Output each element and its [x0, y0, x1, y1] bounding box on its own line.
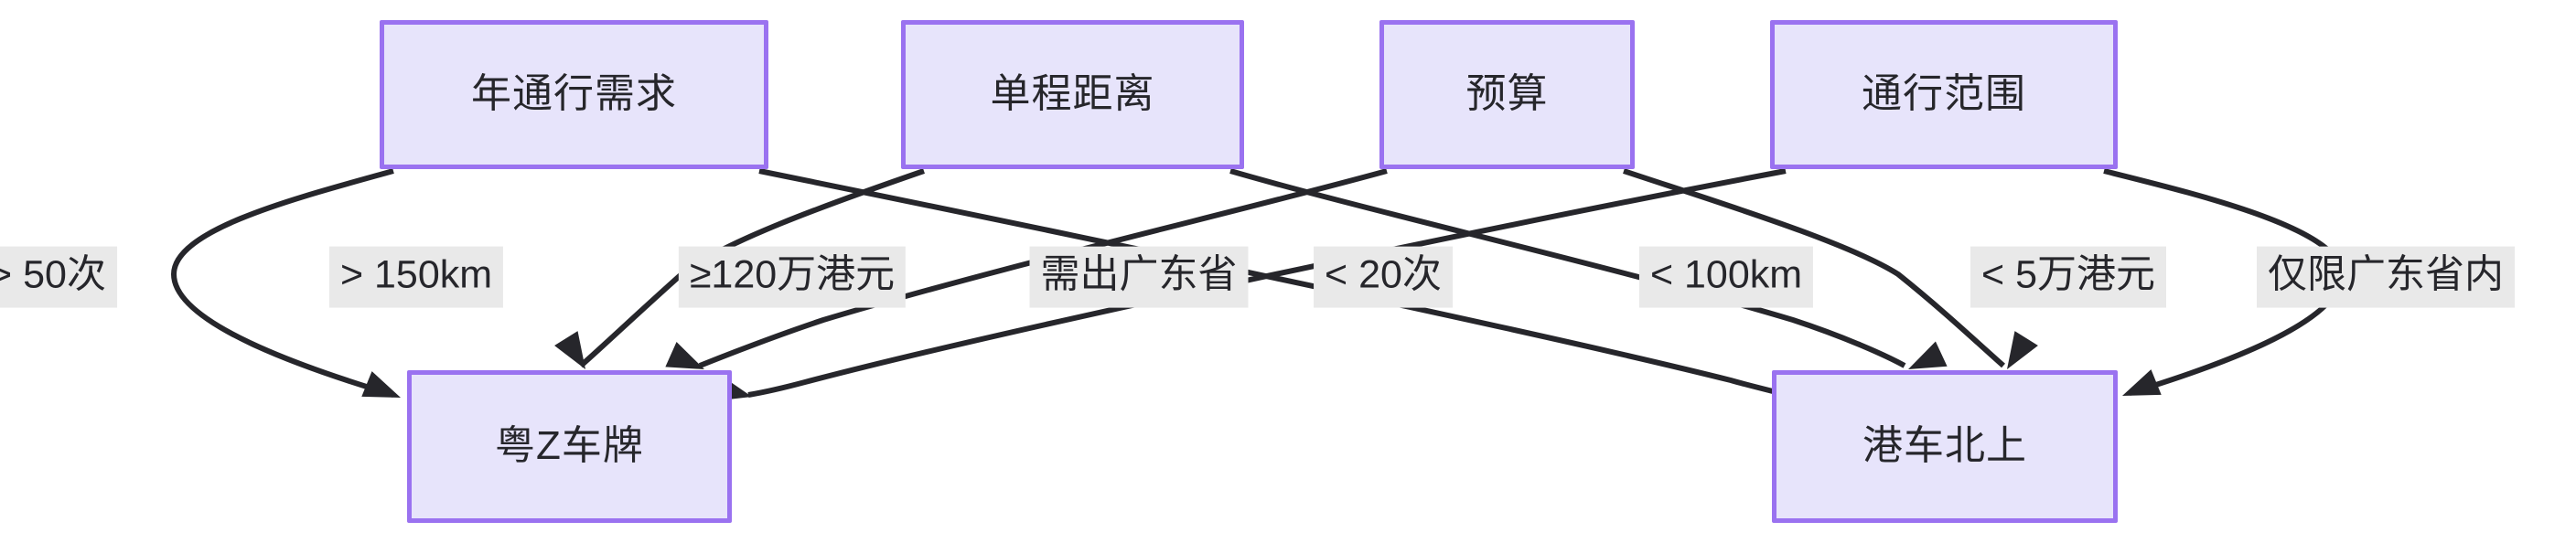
edge-label-e8: 仅限广东省内 — [2257, 246, 2515, 308]
edge-demand-to-yuez — [171, 168, 394, 398]
edge-label-e3: ≥120万港元 — [678, 246, 907, 308]
node-label: 粤Z车牌 — [495, 423, 644, 469]
node-label: 港车北上 — [1862, 423, 2027, 469]
node-label: 通行范围 — [1862, 71, 2026, 117]
edge-scope-to-yuez — [747, 168, 1787, 398]
node-label: 单程距离 — [990, 71, 1155, 117]
flowchart-node-gangche[interactable]: 港车北上 — [1772, 370, 2118, 523]
edge-label-e5: < 20次 — [1314, 246, 1453, 308]
edge-label-e4: 需出广东省 — [1029, 246, 1249, 308]
edge-label-e6: < 100km — [1638, 246, 1814, 308]
arrowhead-icon — [1908, 341, 1948, 369]
edge-demand-to-gangche — [758, 168, 1787, 398]
edge-budget-to-yuez — [698, 168, 1388, 368]
edge-label-e7: < 5万港元 — [1970, 246, 2166, 308]
flowchart-node-yuez[interactable]: 粤Z车牌 — [407, 370, 732, 523]
flowchart-node-demand[interactable]: 年通行需求 — [380, 20, 768, 169]
edge-label-e1: > 50次 — [0, 246, 117, 308]
flowchart-node-scope[interactable]: 通行范围 — [1770, 20, 2118, 169]
arrowhead-icon — [665, 342, 704, 369]
node-label: 年通行需求 — [471, 71, 677, 117]
edge-label-e2: > 150km — [328, 246, 504, 308]
arrowhead-icon — [2122, 369, 2162, 396]
arrowhead-icon — [554, 331, 585, 369]
arrowhead-icon — [2007, 331, 2038, 369]
flowchart-node-distance[interactable]: 单程距离 — [901, 20, 1244, 169]
edge-budget-to-gangche — [1623, 168, 2005, 368]
flowchart-node-budget[interactable]: 预算 — [1379, 20, 1635, 169]
arrowhead-icon — [361, 371, 401, 398]
node-label: 预算 — [1465, 71, 1549, 117]
